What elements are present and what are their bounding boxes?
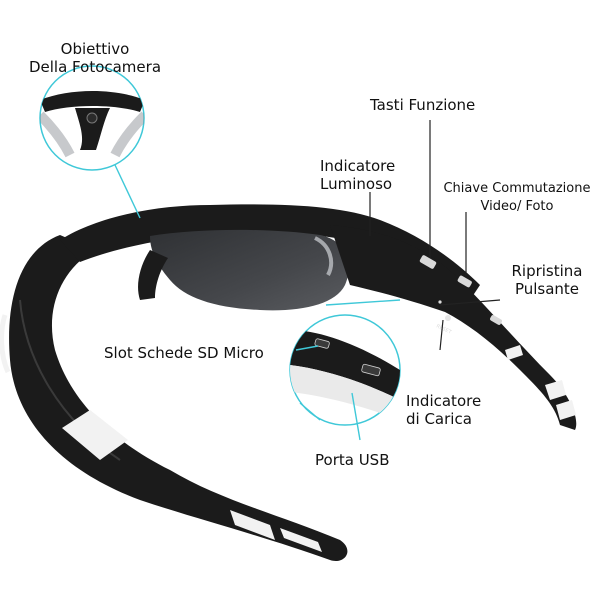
label-leader-lines <box>369 120 501 351</box>
label-switch-key: Chiave Commutazione Video/ Foto <box>443 181 591 214</box>
label-usb-port: Porta USB <box>315 451 390 469</box>
label-charge-indicator: Indicatore di Carica <box>406 392 482 428</box>
label-light-indicator: Indicatore Luminoso <box>320 157 396 193</box>
left-temple-arm <box>9 235 348 561</box>
frame-top-bar <box>60 204 480 300</box>
right-temple-arm <box>330 225 577 430</box>
label-reset-button: Ripristina Pulsante <box>511 262 583 298</box>
reset-text: RESET <box>435 323 453 336</box>
label-camera-lens: Obiettivo Della Fotocamera <box>28 40 162 76</box>
label-sd-slot: Slot Schede SD Micro <box>104 344 264 362</box>
lens <box>150 229 349 311</box>
callout-lines <box>114 164 401 441</box>
label-function-keys: Tasti Funzione <box>370 96 476 114</box>
camera-inset <box>39 65 145 171</box>
ports-inset <box>289 314 401 426</box>
